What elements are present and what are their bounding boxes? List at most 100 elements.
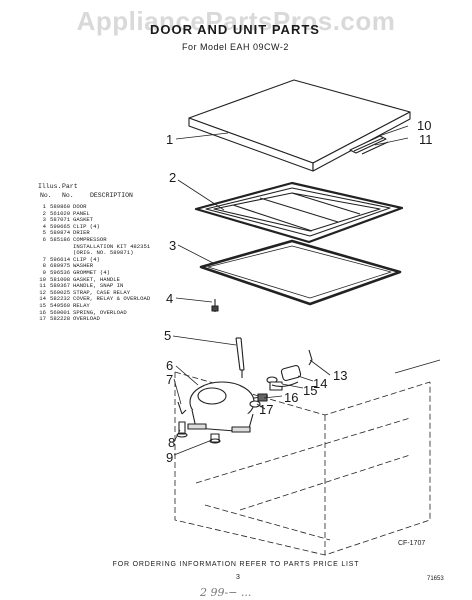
corner-code: 71653 bbox=[427, 576, 444, 582]
table-cell-desc: WASHER bbox=[73, 262, 94, 270]
callout-9: 9 bbox=[166, 450, 174, 465]
leader-lines bbox=[172, 125, 409, 456]
table-cell-part: 582232 bbox=[50, 295, 71, 303]
callout-11: 11 bbox=[419, 132, 433, 147]
callout-6: 6 bbox=[166, 358, 174, 373]
table-cell-part: 596536 bbox=[50, 268, 71, 276]
table-cell-part: 680975 bbox=[50, 262, 71, 270]
callout-16: 16 bbox=[284, 390, 299, 405]
table-cell-desc: GASKET bbox=[73, 216, 94, 224]
table-cell-desc: COVER, RELAY & OVERLOAD bbox=[73, 295, 151, 303]
callout-7: 7 bbox=[166, 372, 174, 387]
table-cell-illus: 5 bbox=[42, 229, 46, 237]
handle-part bbox=[349, 135, 389, 155]
table-cell-desc: SPRING, OVERLOAD bbox=[73, 308, 127, 316]
relay-overload-parts bbox=[249, 349, 313, 408]
table-cell-desc: PANEL bbox=[73, 209, 90, 217]
figure-code: CF-1707 bbox=[398, 540, 426, 547]
table-cell-illus: 15 bbox=[39, 301, 46, 309]
header-part: Part bbox=[62, 183, 78, 190]
panel-part bbox=[194, 181, 404, 244]
table-cell-part: 589367 bbox=[50, 282, 71, 290]
gasket-part bbox=[199, 239, 402, 306]
table-cell-part: 585186 bbox=[50, 235, 71, 243]
table-cell-part: 561020 bbox=[50, 209, 71, 217]
compressor-part bbox=[187, 381, 269, 433]
table-cell-illus: 6 bbox=[42, 235, 46, 243]
ordering-footer: FOR ORDERING INFORMATION REFER TO PARTS … bbox=[112, 561, 360, 568]
callout-3: 3 bbox=[169, 238, 177, 253]
page-title: DOOR AND UNIT PARTS bbox=[150, 22, 320, 37]
table-cell-desc: CLIP (4) bbox=[73, 222, 100, 230]
table-cell-part: 560025 bbox=[50, 288, 71, 296]
table-cell-illus: 7 bbox=[42, 255, 46, 263]
table-cell-desc: OVERLOAD bbox=[73, 315, 100, 323]
callout-4: 4 bbox=[166, 291, 174, 306]
table-cell-desc: COMPRESSOR bbox=[73, 235, 107, 243]
table-cell-illus: 11 bbox=[39, 282, 46, 290]
table-cell-desc: CLIP (4) bbox=[73, 255, 100, 263]
table-cell-part: 589860 bbox=[50, 203, 71, 210]
callout-10: 10 bbox=[417, 118, 432, 133]
callout-13: 13 bbox=[333, 368, 348, 383]
table-cell-illus: 17 bbox=[39, 315, 46, 323]
clip-part bbox=[211, 299, 219, 312]
callout-14: 14 bbox=[313, 376, 328, 391]
callout-1: 1 bbox=[166, 132, 174, 147]
table-cell-illus: 4 bbox=[42, 222, 46, 230]
table-cell-illus: 10 bbox=[39, 275, 46, 283]
door-part bbox=[188, 79, 411, 172]
table-cell-desc: RELAY bbox=[73, 301, 90, 309]
table-cell-desc: DRIER bbox=[73, 229, 90, 237]
table-cell-part: 590665 bbox=[50, 222, 71, 230]
table-cell-desc: (ORIG. NO. 589871) bbox=[73, 249, 134, 257]
table-cell-part: 587071 bbox=[50, 216, 71, 224]
header-no-2: No. bbox=[62, 192, 74, 199]
header-description: DESCRIPTION bbox=[90, 192, 133, 199]
table-cell-illus: 8 bbox=[42, 262, 46, 270]
table-row: INSTALLATION KIT 482351 bbox=[38, 243, 188, 251]
table-cell-illus: 1 bbox=[42, 203, 46, 210]
table-cell-illus: 3 bbox=[42, 216, 46, 224]
table-cell-illus: 16 bbox=[39, 308, 46, 316]
table-cell-illus: 2 bbox=[42, 209, 46, 217]
handwritten-note: 2 99-− ... bbox=[200, 586, 252, 599]
table-cell-desc: DOOR bbox=[73, 203, 87, 210]
callout-17: 17 bbox=[259, 402, 274, 417]
callout-15: 15 bbox=[303, 383, 318, 398]
table-row: (ORIG. NO. 589871) bbox=[38, 250, 188, 257]
table-cell-desc: HANDLE, SNAP IN bbox=[73, 282, 124, 290]
table-cell-desc: STRAP, CASE RELAY bbox=[73, 288, 131, 296]
table-cell-illus: 9 bbox=[42, 268, 46, 276]
header-illus: Illus. bbox=[38, 183, 62, 190]
table-cell-part: 582228 bbox=[50, 315, 71, 323]
clip-7 bbox=[177, 401, 187, 415]
page-number: 3 bbox=[236, 574, 240, 581]
table-cell-illus: 14 bbox=[39, 295, 46, 303]
callout-2: 2 bbox=[169, 170, 177, 185]
table-cell-part: 581008 bbox=[50, 275, 71, 283]
header-no-1: No. bbox=[40, 192, 52, 199]
washer-grommet bbox=[176, 421, 221, 444]
table-cell-part: 589874 bbox=[50, 229, 71, 237]
callout-8: 8 bbox=[168, 435, 176, 450]
drier-part bbox=[235, 337, 245, 378]
